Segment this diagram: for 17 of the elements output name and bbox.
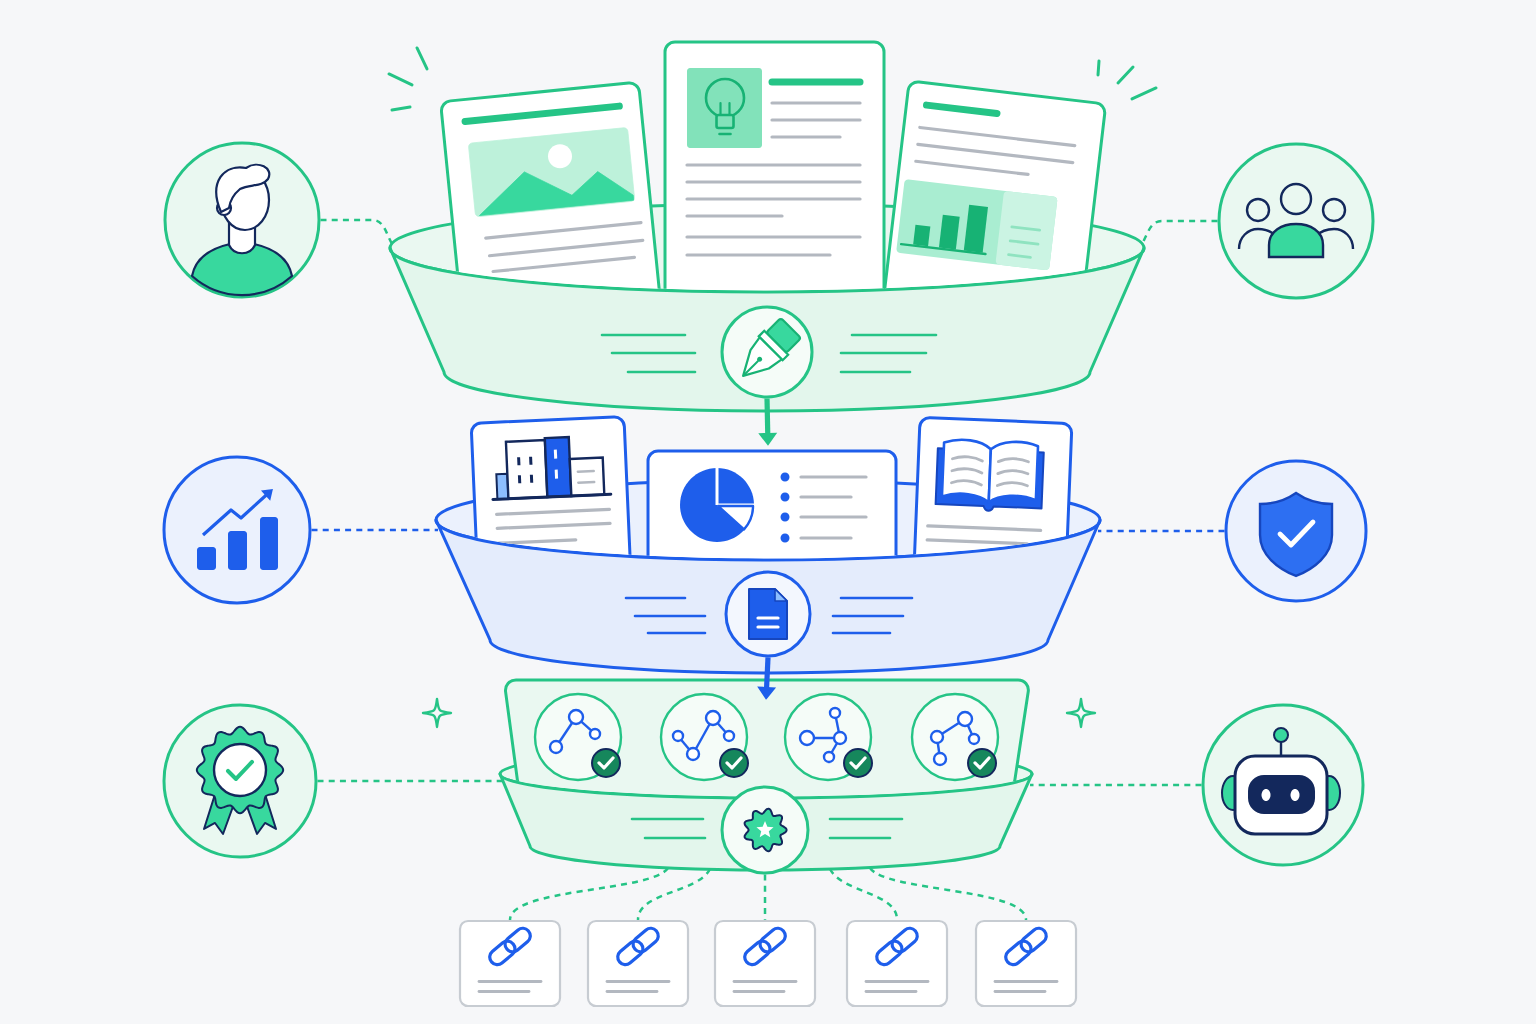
icon-circle [1217, 142, 1375, 300]
link-card [586, 919, 690, 1008]
dashed-line [1098, 529, 1225, 533]
dashed-line [311, 528, 438, 532]
dashed-line [869, 867, 1028, 921]
dashed-line [508, 867, 669, 921]
dashed-line [1030, 783, 1202, 787]
link-card [713, 919, 817, 1008]
funnel [388, 40, 1146, 413]
dashed-line [763, 874, 767, 920]
link-card [845, 919, 949, 1008]
funnel [434, 415, 1102, 675]
dashed-line [636, 868, 712, 921]
link-card [458, 919, 562, 1008]
link-card [974, 919, 1078, 1008]
dashed-line [320, 218, 394, 245]
dashed-line [317, 779, 502, 783]
